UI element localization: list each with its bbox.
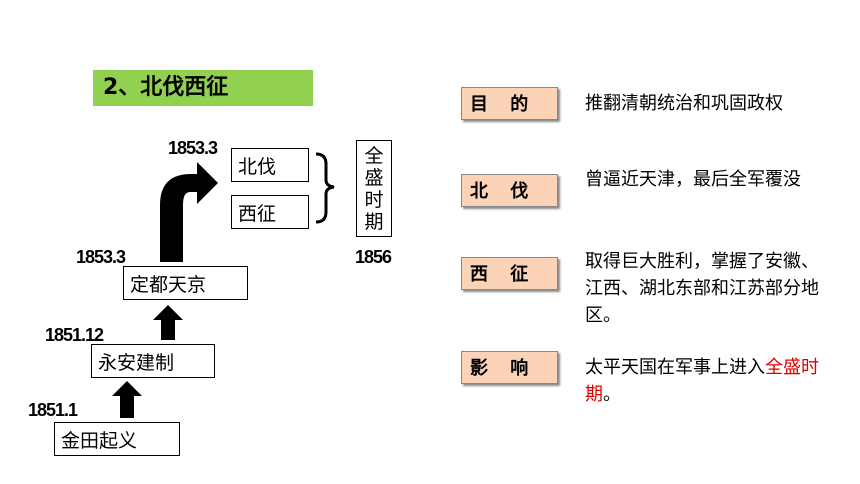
- desc-influence-end: 。: [603, 384, 621, 405]
- brace-icon: [315, 152, 335, 224]
- peak-char: 期: [364, 211, 384, 233]
- date-1853-3-b: 1853.3: [168, 138, 218, 158]
- label-influence: 影 响: [461, 351, 558, 384]
- event-jintian: 金田起义: [54, 422, 180, 456]
- curved-arrow: [160, 162, 218, 262]
- date-1851-1: 1851.1: [28, 400, 78, 420]
- date-1853-3-a: 1853.3: [76, 247, 126, 267]
- event-dingdu: 定都天京: [123, 266, 248, 300]
- desc-xizheng: 取得巨大胜利，掌握了安徽、江西、湖北东部和江苏部分地区。: [585, 251, 819, 326]
- peak-char: 时: [364, 189, 384, 211]
- peak-period-box: 全 盛 时 期: [356, 140, 392, 237]
- up-arrow-1: [112, 381, 142, 418]
- up-arrow-2: [153, 305, 183, 340]
- label-beifa: 北 伐: [461, 174, 558, 207]
- label-purpose: 目 的: [461, 87, 558, 120]
- peak-char: 全: [364, 145, 384, 167]
- desc-purpose: 推翻清朝统治和巩固政权: [585, 93, 783, 114]
- event-beifa: 北伐: [231, 148, 309, 182]
- desc-influence: 太平天国在军事上进入全盛时期。: [585, 354, 835, 408]
- event-xizheng: 西征: [231, 195, 309, 229]
- section-title: 2、北伐西征: [93, 70, 313, 106]
- desc-influence-text: 太平天国在军事上进入: [585, 357, 765, 378]
- event-yongan: 永安建制: [91, 344, 215, 378]
- peak-char: 盛: [364, 167, 384, 189]
- date-1851-12: 1851.12: [45, 325, 104, 345]
- date-1856: 1856: [355, 247, 392, 267]
- desc-influence-highlight: 全盛时期: [585, 357, 819, 405]
- label-xizheng: 西 征: [461, 257, 558, 290]
- desc-beifa: 曾逼近天津，最后全军覆没: [585, 169, 801, 190]
